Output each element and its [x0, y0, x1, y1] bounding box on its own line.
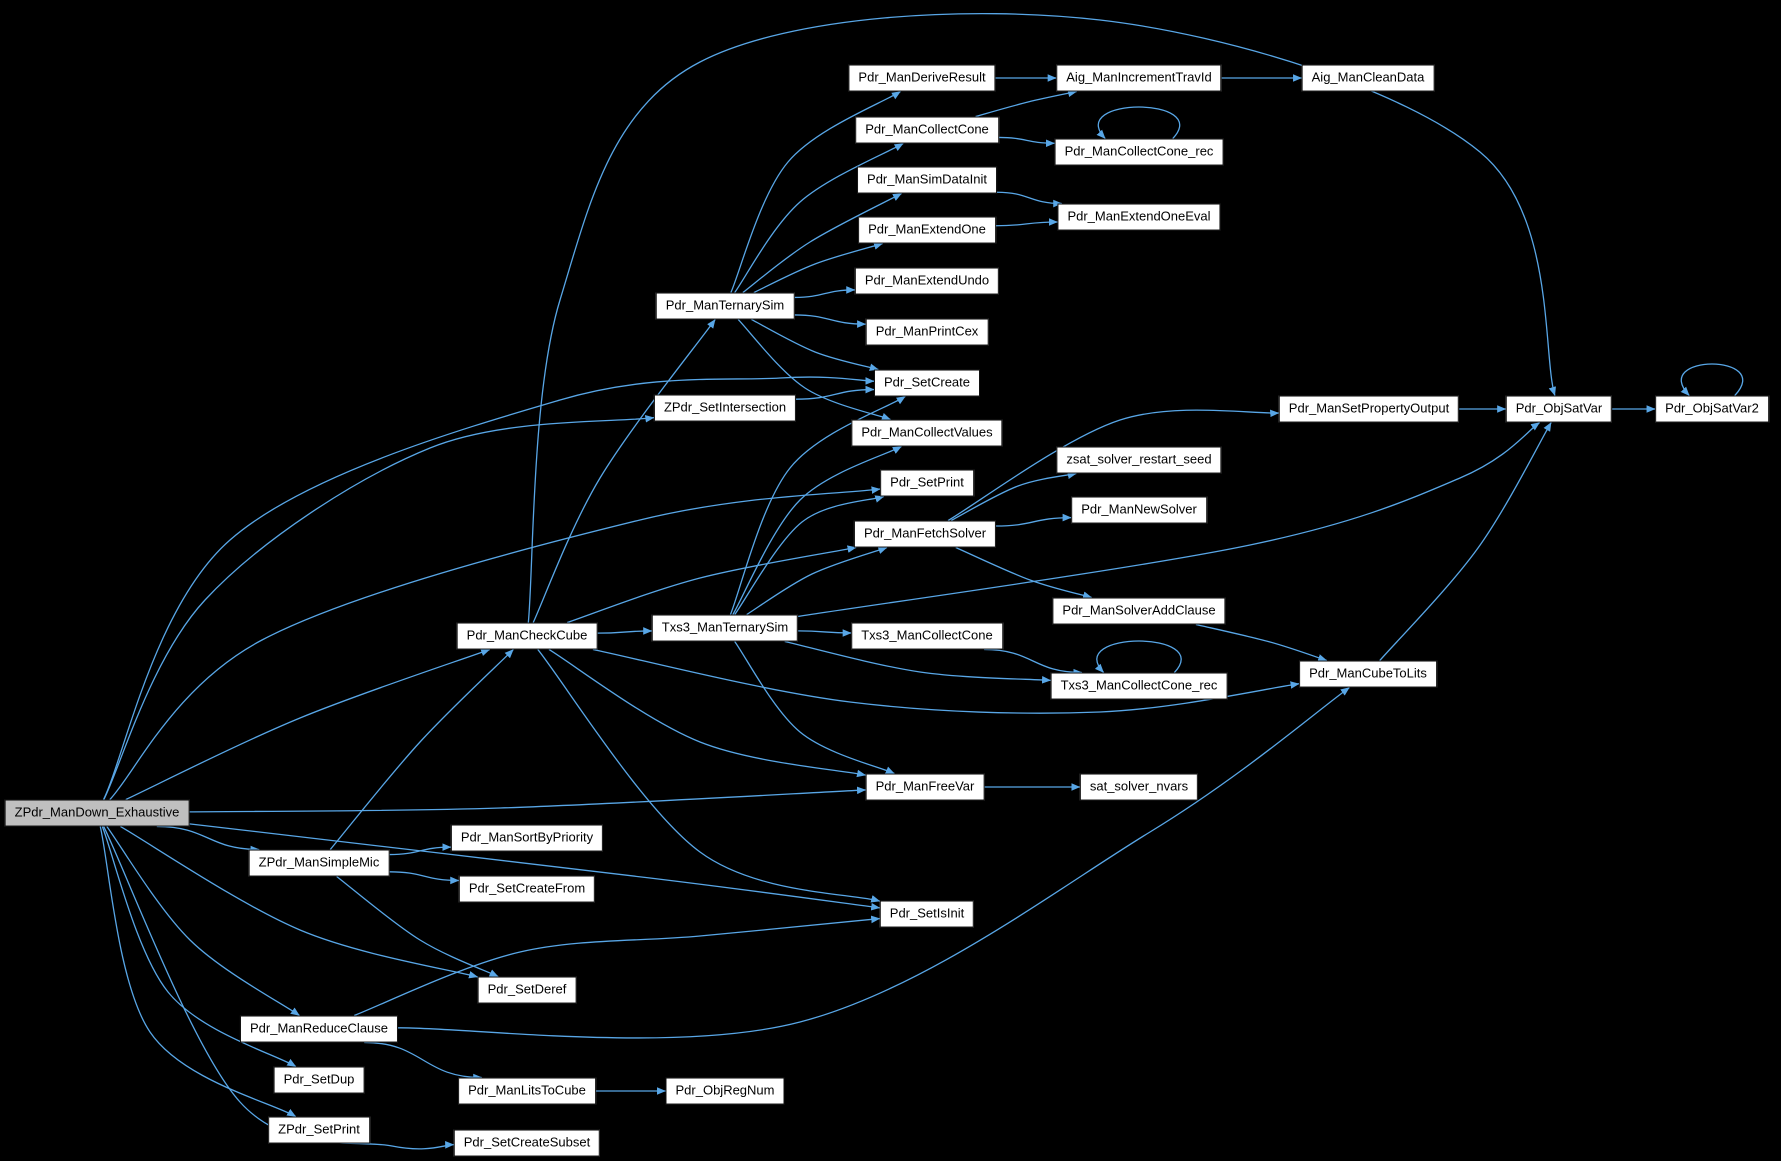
node-txs3-manternarysim[interactable]: Txs3_ManTernarySim: [651, 614, 799, 642]
edge-Txs3_ManTernarySim--Pdr_ManFetchSolver: [746, 546, 888, 616]
node-pdr-mancheckcube[interactable]: Pdr_ManCheckCube: [456, 622, 598, 650]
node-pdr-manternarysim[interactable]: Pdr_ManTernarySim: [655, 292, 795, 320]
node-aig-mancleandata[interactable]: Aig_ManCleanData: [1301, 64, 1435, 92]
node-aig-manincrementtravid[interactable]: Aig_ManIncrementTravId: [1056, 64, 1222, 92]
node-pdr-setdup[interactable]: Pdr_SetDup: [273, 1066, 365, 1094]
edge-Pdr_ManFetchSolver--Pdr_ManNewSolver: [996, 513, 1072, 527]
edge-Pdr_ManReduceClause--Pdr_SetIsInit: [353, 915, 881, 1017]
edge-Pdr_ManCollectCone--Aig_ManIncrementTravId: [975, 89, 1078, 118]
node-pdr-setcreate[interactable]: Pdr_SetCreate: [874, 369, 980, 397]
edge-Pdr_ManTernarySim--Pdr_ManPrintCex: [794, 314, 867, 328]
edge-Txs3_ManCollectCone_rec--Txs3_ManCollectCone_rec: [1094, 640, 1182, 673]
edge-Pdr_ManCheckCube--Pdr_ManFreeVar: [548, 648, 867, 778]
edge-Pdr_ManCollectCone_rec--Pdr_ManCollectCone_rec: [1096, 106, 1181, 139]
node-pdr-mancollectcone-rec[interactable]: Pdr_ManCollectCone_rec: [1054, 138, 1224, 166]
edge-ZPdr_ManSimpleMic--Pdr_ManCheckCube: [329, 649, 514, 850]
edge-ZPdr_ManDown_Exhaustive--Pdr_SetCreate: [102, 376, 875, 800]
edge-ZPdr_ManDown_Exhaustive--Pdr_ManCheckCube: [125, 648, 491, 801]
edge-Pdr_ObjSatVar2--Pdr_ObjSatVar2: [1680, 363, 1744, 396]
node-pdr-setisinit[interactable]: Pdr_SetIsInit: [879, 900, 975, 928]
edge-Txs3_ManCollectCone--Txs3_ManCollectCone_rec: [984, 648, 1083, 677]
node-pdr-mansimdatainit[interactable]: Pdr_ManSimDataInit: [857, 166, 997, 194]
node-pdr-mancollectvalues[interactable]: Pdr_ManCollectValues: [851, 419, 1003, 447]
node-pdr-setprint[interactable]: Pdr_SetPrint: [880, 469, 974, 497]
node-pdr-objsatvar[interactable]: Pdr_ObjSatVar: [1505, 395, 1613, 423]
node-zpdr-setintersection[interactable]: ZPdr_SetIntersection: [653, 394, 797, 422]
node-txs3-mancollectcone-rec[interactable]: Txs3_ManCollectCone_rec: [1050, 672, 1228, 700]
node-pdr-objregnum[interactable]: Pdr_ObjRegNum: [665, 1077, 785, 1105]
node-pdr-manextendone[interactable]: Pdr_ManExtendOne: [858, 216, 996, 244]
node-pdr-manfetchsolver[interactable]: Pdr_ManFetchSolver: [853, 520, 997, 548]
edge-Pdr_ManTernarySim--Pdr_SetCreate: [751, 318, 879, 371]
node-pdr-mansortbypriority[interactable]: Pdr_ManSortByPriority: [450, 824, 604, 852]
node-pdr-objsatvar2[interactable]: Pdr_ObjSatVar2: [1655, 395, 1769, 423]
node-pdr-mancollectcone[interactable]: Pdr_ManCollectCone: [855, 116, 999, 144]
node-pdr-mansetpropertyoutput[interactable]: Pdr_ManSetPropertyOutput: [1278, 395, 1460, 423]
edge-ZPdr_ManSimpleMic--Pdr_SetCreateFrom: [389, 871, 460, 885]
edge-ZPdr_ManDown_Exhaustive--ZPdr_SetIntersection: [103, 415, 655, 800]
node-zsat-solver-restart-seed[interactable]: zsat_solver_restart_seed: [1056, 446, 1222, 474]
edge-ZPdr_SetIntersection--Pdr_SetCreate: [796, 385, 875, 400]
edge-ZPdr_ManDown_Exhaustive--Pdr_ManFreeVar: [189, 786, 867, 813]
node-pdr-mansolveraddclause[interactable]: Pdr_ManSolverAddClause: [1052, 597, 1226, 625]
edge-Pdr_ManSimDataInit--Pdr_ManExtendOneEval: [996, 191, 1063, 208]
node-pdr-setcreatefrom[interactable]: Pdr_SetCreateFrom: [458, 875, 596, 903]
node-pdr-mannewsolver[interactable]: Pdr_ManNewSolver: [1071, 496, 1207, 524]
node-pdr-manfreevar[interactable]: Pdr_ManFreeVar: [865, 773, 985, 801]
edge-Pdr_ManFetchSolver--Pdr_ManSolverAddClause: [955, 546, 1093, 599]
edge-Pdr_ManCheckCube--Pdr_ManTernarySim: [532, 319, 716, 623]
edge-Pdr_ManCheckCube--Pdr_ManFetchSolver: [566, 545, 857, 624]
node-pdr-manderiveresult[interactable]: Pdr_ManDeriveResult: [848, 64, 996, 92]
node-sat-solver-nvars[interactable]: sat_solver_nvars: [1079, 773, 1199, 801]
edge-Pdr_ManCubeToLits--Pdr_ObjSatVar: [1379, 422, 1552, 661]
edge-ZPdr_ManSimpleMic--Pdr_ManSortByPriority: [389, 843, 452, 856]
edge-ZPdr_ManDown_Exhaustive--ZPdr_ManSimpleMic: [156, 825, 260, 854]
node-zpdr-setprint[interactable]: ZPdr_SetPrint: [268, 1116, 370, 1144]
node-txs3-mancollectcone[interactable]: Txs3_ManCollectCone: [851, 622, 1003, 650]
edge-Pdr_ManCollectCone--Pdr_ManCollectCone_rec: [998, 136, 1055, 148]
edge-Pdr_ManReduceClause--Pdr_ManLitsToCube: [364, 1041, 483, 1082]
node-pdr-setcreatesubset[interactable]: Pdr_SetCreateSubset: [453, 1129, 601, 1157]
node-pdr-manextendoneeval[interactable]: Pdr_ManExtendOneEval: [1057, 203, 1221, 231]
node-zpdr-mansimplemic[interactable]: ZPdr_ManSimpleMic: [248, 849, 390, 877]
edge-Txs3_ManTernarySim--Pdr_ManFreeVar: [734, 641, 895, 775]
node-pdr-manlitstocube[interactable]: Pdr_ManLitsToCube: [458, 1077, 596, 1105]
edge-Pdr_ManCheckCube--Txs3_ManTernarySim: [597, 627, 653, 635]
node-pdr-setderef[interactable]: Pdr_SetDeref: [477, 976, 577, 1004]
node-pdr-manextendundo[interactable]: Pdr_ManExtendUndo: [854, 267, 1000, 295]
node-pdr-manprintcex[interactable]: Pdr_ManPrintCex: [865, 318, 989, 346]
edge-Pdr_ManTernarySim--Pdr_ManExtendUndo: [794, 286, 856, 299]
edge-Pdr_ManSolverAddClause--Pdr_ManCubeToLits: [1195, 623, 1328, 662]
node-pdr-mancubetolits[interactable]: Pdr_ManCubeToLits: [1299, 660, 1437, 688]
node-pdr-manreduceclause[interactable]: Pdr_ManReduceClause: [239, 1015, 399, 1043]
edge-Pdr_ManExtendOne--Pdr_ManExtendOneEval: [995, 218, 1058, 227]
edge-Txs3_ManTernarySim--Pdr_SetPrint: [734, 495, 885, 615]
node-zpdr-mandown-exhaustive[interactable]: ZPdr_ManDown_Exhaustive: [4, 799, 190, 827]
edge-Txs3_ManTernarySim--Txs3_ManCollectCone: [798, 629, 852, 637]
edge-Pdr_ManCheckCube--Pdr_SetIsInit: [537, 649, 881, 903]
